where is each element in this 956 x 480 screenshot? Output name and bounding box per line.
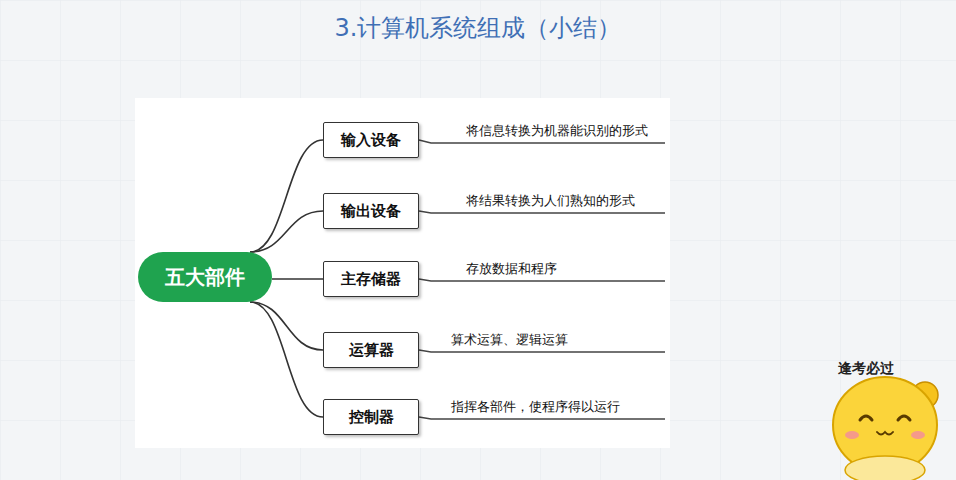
branch-connector — [272, 278, 323, 280]
branch-box: 主存储器 — [323, 261, 419, 297]
branch-connector — [250, 211, 323, 252]
branch-connector — [250, 302, 323, 417]
branch-note: 将信息转换为机器能识别的形式 — [466, 122, 648, 140]
note-underline — [419, 211, 665, 213]
node-text: 五大部件 — [165, 264, 245, 291]
node-text: 主存储器 — [341, 270, 401, 289]
branch-box: 控制器 — [323, 399, 419, 435]
central-topic: 五大部件 — [138, 252, 272, 302]
branch-box: 输入设备 — [323, 122, 419, 158]
branch-note: 算术运算、逻辑运算 — [451, 331, 568, 349]
mascot-illustration — [833, 377, 938, 480]
branch-note: 指挥各部件，使程序得以运行 — [451, 398, 620, 416]
node-text: 控制器 — [349, 408, 394, 427]
node-text: 输出设备 — [341, 202, 401, 221]
note-underline — [419, 350, 665, 352]
note-underline — [419, 279, 665, 281]
note-underline — [419, 417, 665, 419]
white-panel — [135, 98, 670, 448]
branch-note: 将结果转换为人们熟知的形式 — [466, 192, 635, 210]
branch-box: 运算器 — [323, 332, 419, 368]
slide-title: 3.计算机系统组成（小结） — [335, 12, 622, 44]
watermark: 逢考必过 — [838, 360, 894, 378]
branch-box: 输出设备 — [323, 193, 419, 229]
branch-connector — [250, 302, 323, 350]
note-underline — [419, 140, 665, 143]
node-text: 输入设备 — [341, 131, 401, 150]
node-text: 运算器 — [349, 341, 394, 360]
branch-note: 存放数据和程序 — [466, 260, 557, 278]
branch-connector — [250, 140, 323, 252]
